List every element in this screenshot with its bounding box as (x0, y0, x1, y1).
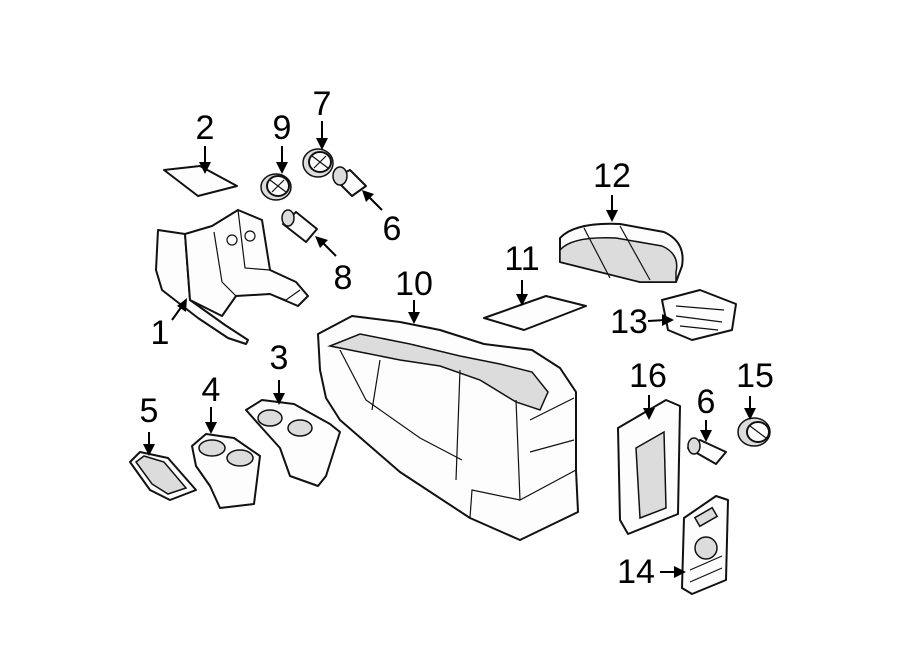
callout-3: 3 (270, 339, 289, 377)
part-12-armrest-lid (559, 222, 684, 283)
callout-15: 15 (736, 357, 774, 395)
callout-2: 2 (196, 109, 215, 147)
part-7-knob (302, 148, 334, 178)
callout-16: 16 (629, 357, 667, 395)
part-10-console (317, 315, 579, 541)
part-16-side-panel (617, 399, 681, 535)
part-14-switch-plate (681, 495, 729, 595)
leader-lines (143, 121, 756, 578)
callout-6-lower: 6 (697, 383, 716, 421)
part-2-pad (163, 165, 238, 197)
callout-4: 4 (202, 371, 221, 409)
part-9-knob (260, 173, 292, 201)
callout-12: 12 (593, 157, 631, 195)
callout-7: 7 (313, 85, 332, 123)
callout-5: 5 (140, 392, 159, 430)
callout-13: 13 (610, 303, 648, 341)
part-11-pad (483, 295, 587, 331)
callout-9: 9 (273, 109, 292, 147)
part-4-cup-insert (191, 433, 261, 509)
callout-labels: 1 2 3 4 5 6 6 7 8 9 10 11 12 13 14 15 16 (140, 85, 774, 591)
part-6-plug-upper (332, 166, 367, 197)
part-5-mat (129, 451, 197, 501)
callout-11: 11 (504, 240, 539, 278)
part-13-bracket (661, 289, 737, 341)
part-15-knob (737, 417, 771, 447)
callout-14: 14 (617, 553, 655, 591)
callout-1: 1 (151, 314, 170, 352)
part-6-plug-lower (687, 437, 727, 465)
part-3-cup-holder (245, 399, 341, 487)
part-1-front-bezel (155, 209, 309, 345)
callout-8: 8 (334, 259, 353, 297)
callout-6-upper: 6 (383, 210, 402, 248)
part-8-plug (281, 209, 318, 243)
callout-10: 10 (395, 265, 433, 303)
